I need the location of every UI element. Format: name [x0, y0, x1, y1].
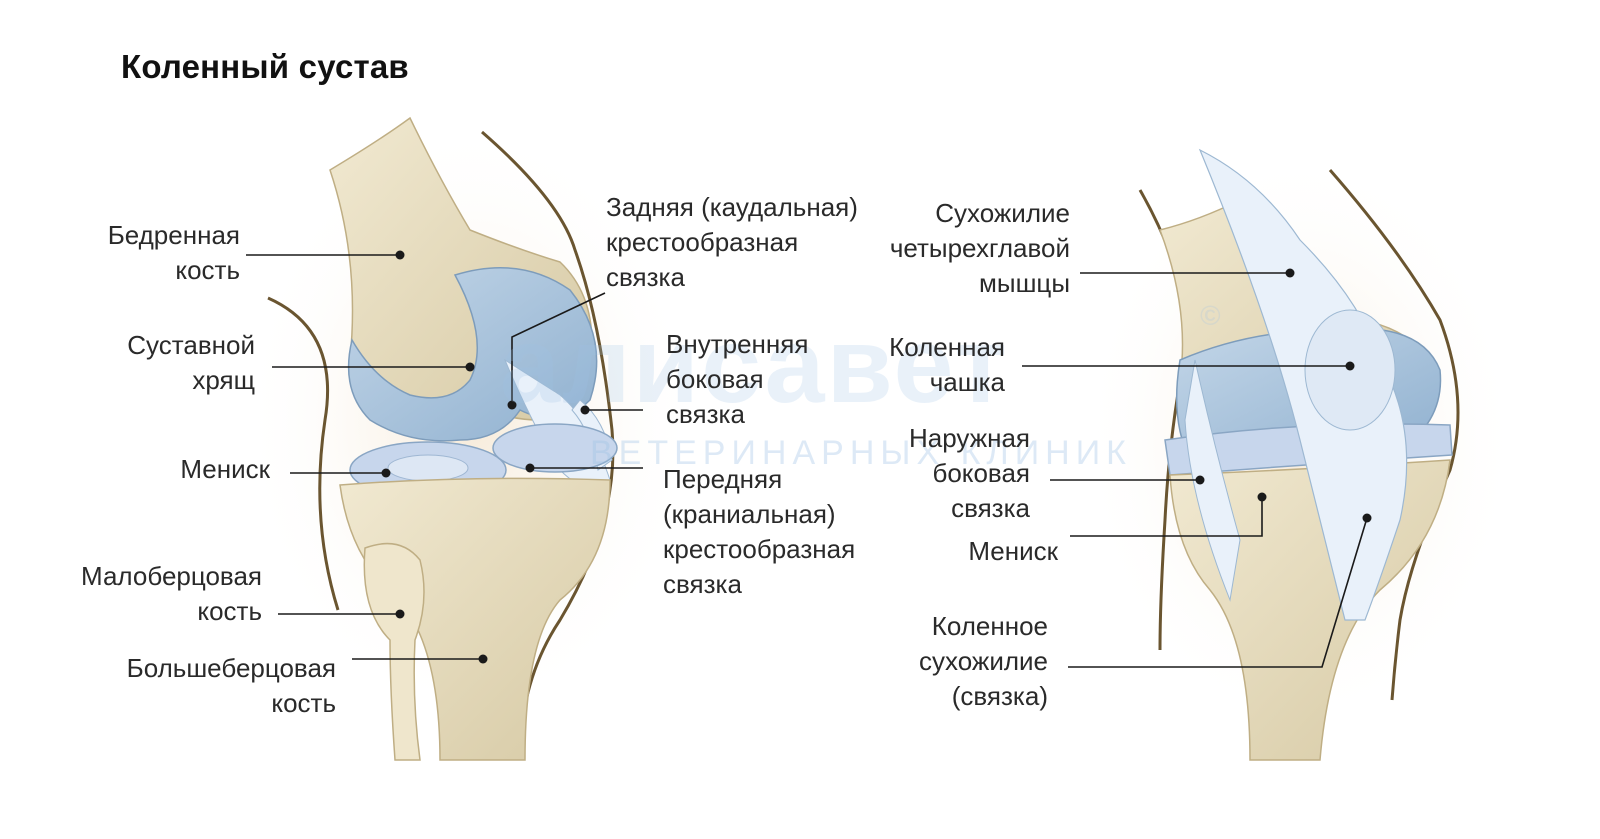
label-caudal-ligament: Задняя (каудальная) крестообразная связк… — [606, 192, 858, 292]
dot-caudal-ligament — [507, 400, 517, 410]
dot-meniscus — [381, 468, 391, 478]
dot-tibia — [478, 654, 488, 664]
label-tibia: Большеберцовая кость — [126, 653, 336, 718]
lateral-ligament-shape — [1184, 359, 1241, 602]
dot-cartilage — [465, 362, 475, 372]
dot-medial-ligament — [580, 405, 590, 415]
dot-patellar-tendon — [1362, 513, 1372, 523]
leader-lines — [246, 254, 1368, 668]
dot-patella — [1345, 361, 1355, 371]
label-meniscus: Мениск — [180, 454, 270, 484]
dot-femur — [395, 250, 405, 260]
leader-dots — [381, 250, 1372, 664]
label-medial-ligament: Внутренняя боковая связка — [666, 329, 809, 429]
label-patella: Коленная чашка — [889, 332, 1005, 397]
watermark-subtitle: ВЕТЕРИНАРНЫХ КЛИНИК — [590, 434, 1132, 472]
left-skin-outline-front — [481, 130, 615, 761]
dot-quad-tendon — [1285, 268, 1295, 278]
label-cranial-ligament: Передняя (краниальная) крестообразная св… — [663, 464, 856, 599]
quadriceps-tendon-shape — [1198, 148, 1408, 621]
label-femur: Бедренная кость — [107, 220, 240, 285]
label-patellar-tendon: Коленное сухожилие (связка) — [919, 611, 1048, 711]
right-skin-outline-front — [1328, 169, 1460, 701]
dot-lateral-ligament — [1195, 475, 1205, 485]
right-knee — [1080, 148, 1520, 761]
meniscus-right-shape — [492, 423, 618, 473]
leader-patellar-tendon — [1068, 517, 1368, 668]
label-cartilage: Суставной хрящ — [127, 330, 255, 395]
label-fibula: Малоберцовая кость — [81, 561, 262, 626]
meniscus-left-inner — [387, 454, 469, 482]
watermark-copyright: © — [1200, 300, 1223, 331]
dot-fibula — [395, 609, 405, 619]
leader-caudal-ligament — [511, 292, 606, 405]
left-knee — [240, 116, 700, 761]
fibula-bone — [363, 542, 425, 761]
left-skin-outline-back — [267, 296, 340, 611]
leader-right-meniscus — [1070, 497, 1263, 537]
dot-right-meniscus — [1257, 492, 1267, 502]
label-lateral-ligament: Наружная боковая связка — [909, 423, 1030, 523]
label-quad-tendon: Сухожилие четырехглавой мышцы — [889, 198, 1070, 298]
label-right-meniscus: Мениск — [968, 536, 1058, 566]
page-title: Коленный сустав — [121, 48, 409, 85]
dot-cranial-ligament — [525, 463, 535, 473]
watermark-brand: алисавет — [500, 304, 1010, 425]
